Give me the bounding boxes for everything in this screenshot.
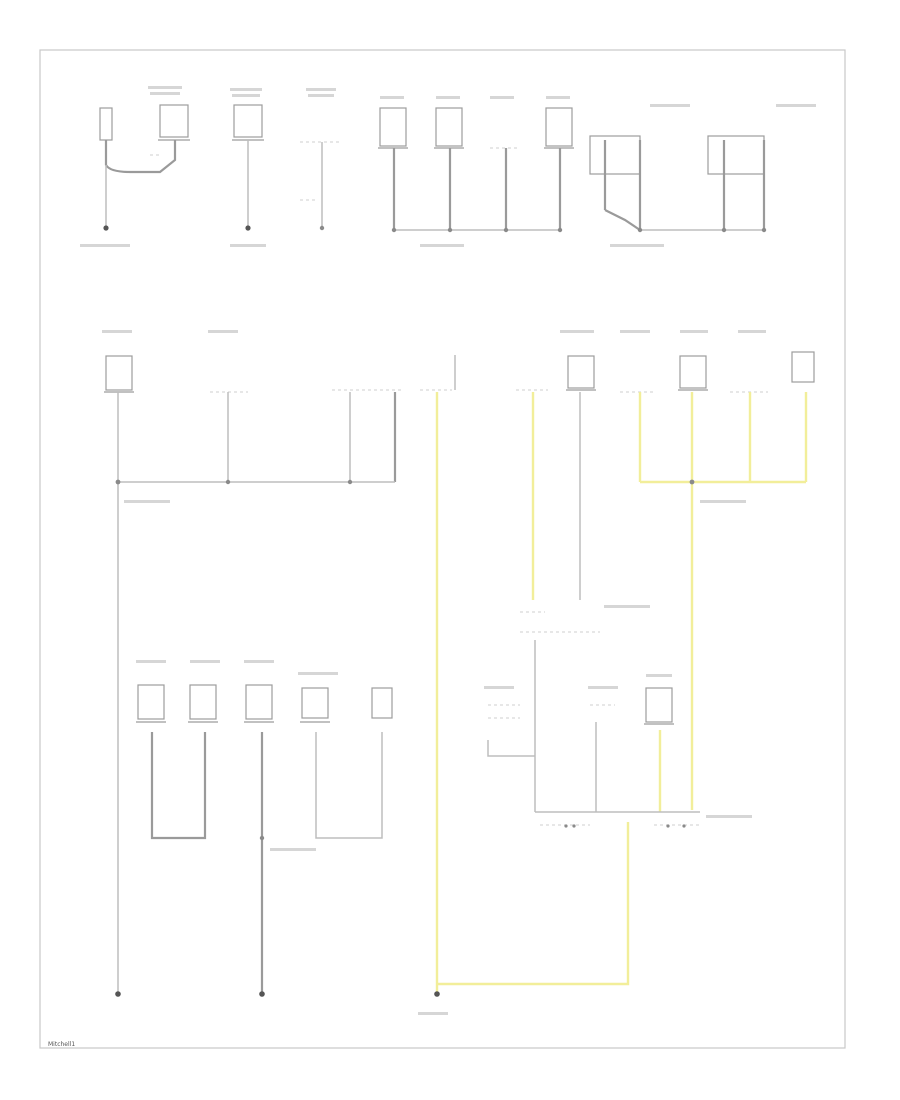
component-box-icon xyxy=(105,355,133,391)
component-box-icon xyxy=(99,107,113,141)
component-box-icon xyxy=(707,135,765,175)
component-box-icon xyxy=(371,687,393,719)
ground-node-icon xyxy=(115,991,121,997)
component-box-icon xyxy=(379,107,407,147)
middle-left-circuits xyxy=(104,355,402,997)
faint-annotations xyxy=(80,86,816,1015)
right-front-component xyxy=(232,104,264,231)
middle-right-circuits xyxy=(516,351,815,812)
fluid-level-switch xyxy=(300,141,340,231)
ground-node-icon xyxy=(319,225,325,231)
connector-icon xyxy=(666,824,670,828)
component-box-icon xyxy=(301,687,329,719)
bottom-left-circuits xyxy=(136,684,393,997)
splice-node-icon xyxy=(115,479,121,485)
component-box-icon xyxy=(245,684,273,720)
copyright-label: Mitchell1 xyxy=(48,1041,75,1048)
yellow-ground-circuit xyxy=(420,355,630,997)
component-box-icon xyxy=(567,355,595,389)
component-box-icon xyxy=(233,104,263,138)
ground-node-icon xyxy=(434,991,440,997)
component-box-icon xyxy=(589,135,641,175)
ground-node-icon xyxy=(245,225,251,231)
diagram-frame xyxy=(39,49,846,1049)
solenoid-group xyxy=(589,135,767,233)
component-box-icon xyxy=(435,107,463,147)
ground-node-icon xyxy=(103,225,109,231)
component-box-icon xyxy=(679,355,707,389)
bottom-right-circuits xyxy=(487,687,700,850)
component-box-icon xyxy=(159,104,189,138)
component-box-icon xyxy=(645,687,673,723)
ground-node-icon xyxy=(259,991,265,997)
connector-icon xyxy=(564,824,568,828)
component-box-icon xyxy=(189,684,217,720)
component-box-icon xyxy=(791,351,815,383)
component-box-icon xyxy=(137,684,165,720)
battery-component xyxy=(99,104,190,231)
component-box-icon xyxy=(545,107,573,147)
injector-group xyxy=(378,107,574,233)
top-row-circuits xyxy=(99,104,767,233)
